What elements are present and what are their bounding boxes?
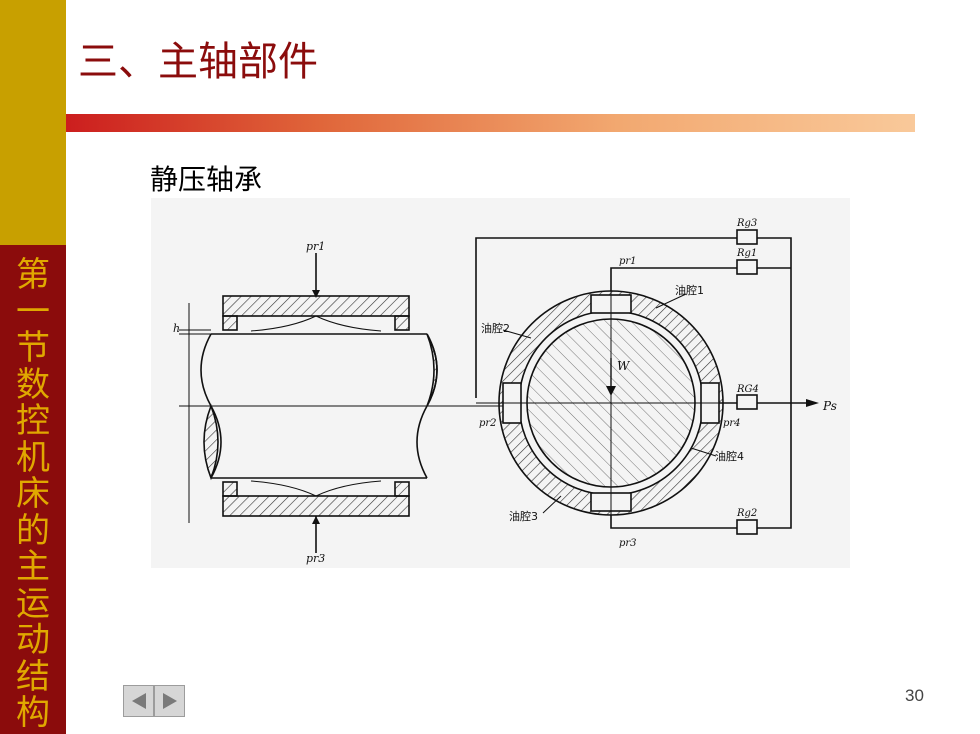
label-load-w: W bbox=[617, 359, 631, 373]
label-pr3-left: pr3 bbox=[306, 552, 325, 565]
label-pr1-left: pr1 bbox=[306, 240, 325, 253]
next-slide-button[interactable] bbox=[154, 685, 185, 717]
sidebar-section-label: 第一节 数控机床的主运动结构 bbox=[16, 255, 50, 733]
label-chamber-1: 油腔1 bbox=[675, 283, 704, 297]
triangle-right-icon bbox=[162, 693, 177, 709]
sidebar-section-band bbox=[0, 245, 66, 734]
label-pr4: pr4 bbox=[723, 418, 741, 429]
sidebar-top-band bbox=[0, 0, 66, 245]
label-rg2: Rg2 bbox=[736, 508, 757, 519]
label-supply-ps: Ps bbox=[822, 399, 837, 413]
label-pr2: pr2 bbox=[479, 418, 497, 429]
previous-slide-button[interactable] bbox=[123, 685, 154, 717]
label-chamber-4: 油腔4 bbox=[715, 449, 744, 463]
slide-title: 三、主轴部件 bbox=[78, 39, 318, 85]
bearing-cross-section bbox=[475, 229, 806, 535]
slide-subtitle: 静压轴承 bbox=[150, 163, 263, 196]
label-rg1: Rg1 bbox=[736, 248, 757, 259]
label-rg4: RG4 bbox=[736, 384, 759, 395]
shaft-longitudinal-section bbox=[179, 253, 606, 553]
slide-navigation bbox=[123, 685, 185, 717]
label-chamber-2: 油腔2 bbox=[481, 321, 510, 335]
label-chamber-3: 油腔3 bbox=[509, 509, 538, 523]
label-pr3-right: pr3 bbox=[619, 538, 637, 549]
label-pr1-right: pr1 bbox=[619, 256, 637, 267]
hydrostatic-bearing-diagram: pr1 pr3 h Rg3 Rg1 RG4 Rg2 pr1 bbox=[151, 198, 850, 568]
page-number: 30 bbox=[905, 686, 924, 705]
label-gap-h: h bbox=[173, 322, 180, 335]
triangle-left-icon bbox=[131, 693, 146, 709]
label-rg3: Rg3 bbox=[736, 218, 757, 229]
title-underline-bar bbox=[66, 114, 915, 132]
